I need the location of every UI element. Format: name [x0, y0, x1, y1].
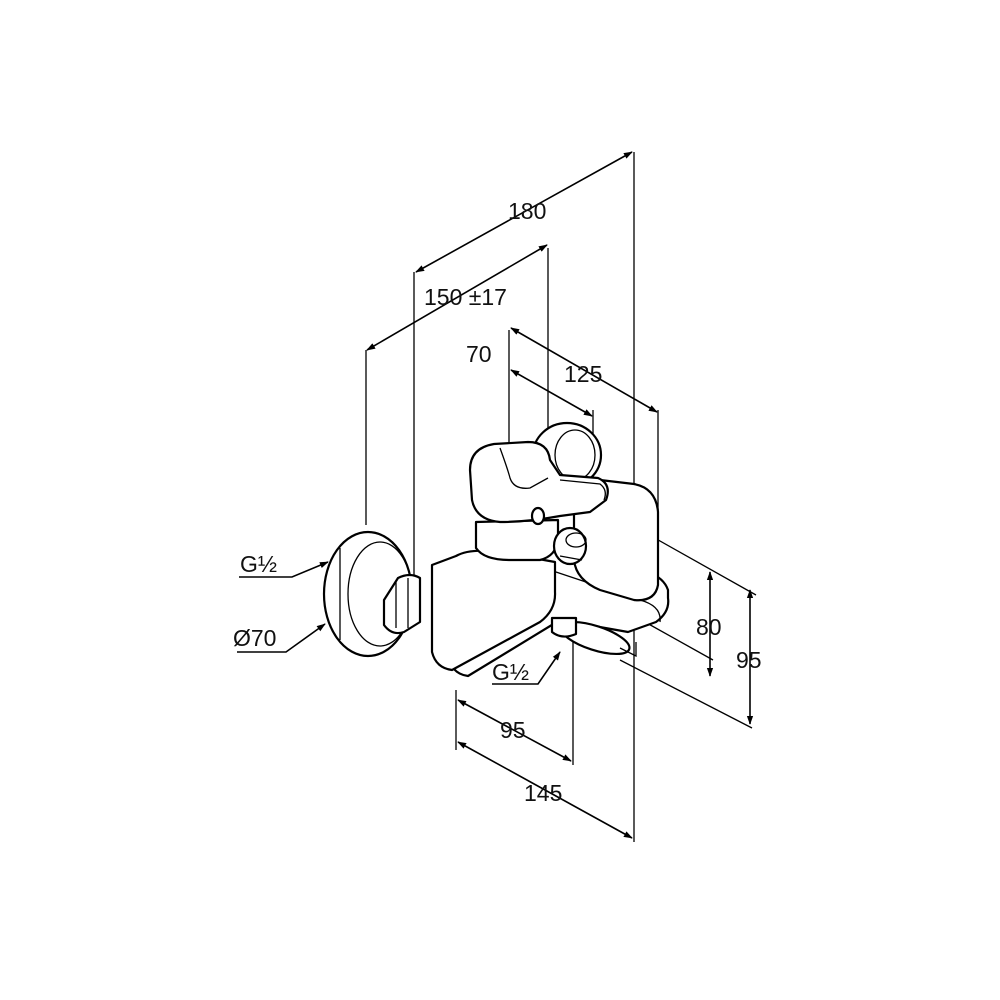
label-95-right: 95	[736, 647, 762, 673]
leader-rosette	[237, 623, 326, 653]
label-95-bottom: 95	[500, 717, 526, 743]
body-hole	[530, 506, 546, 526]
label-g-inlet: G½	[240, 551, 277, 577]
label-g-outlet: G½	[492, 659, 529, 685]
label-150: 150 ±17	[424, 284, 507, 310]
label-125: 125	[564, 361, 602, 387]
dim-line-145	[457, 741, 633, 839]
label-80: 80	[696, 614, 722, 640]
leader-g-inlet	[239, 561, 329, 578]
outlet-nipple	[550, 616, 578, 638]
label-145: 145	[524, 780, 562, 806]
body-collar	[474, 518, 560, 562]
faucet-body	[322, 421, 670, 678]
leader-lines	[237, 561, 561, 685]
label-180: 180	[508, 198, 546, 224]
dim-line-125	[510, 327, 658, 413]
leader-g-outlet	[492, 651, 561, 685]
inlet-connector	[382, 573, 422, 635]
dimension-lines	[366, 151, 754, 839]
label-rosette: Ø70	[233, 625, 276, 651]
mixer-body	[430, 549, 557, 672]
dimension-labels: 180 150 ±17 70 125 G½ Ø70 G½ 80 95 95 14…	[233, 198, 762, 806]
label-70: 70	[466, 341, 492, 367]
dim-line-150	[366, 244, 548, 351]
